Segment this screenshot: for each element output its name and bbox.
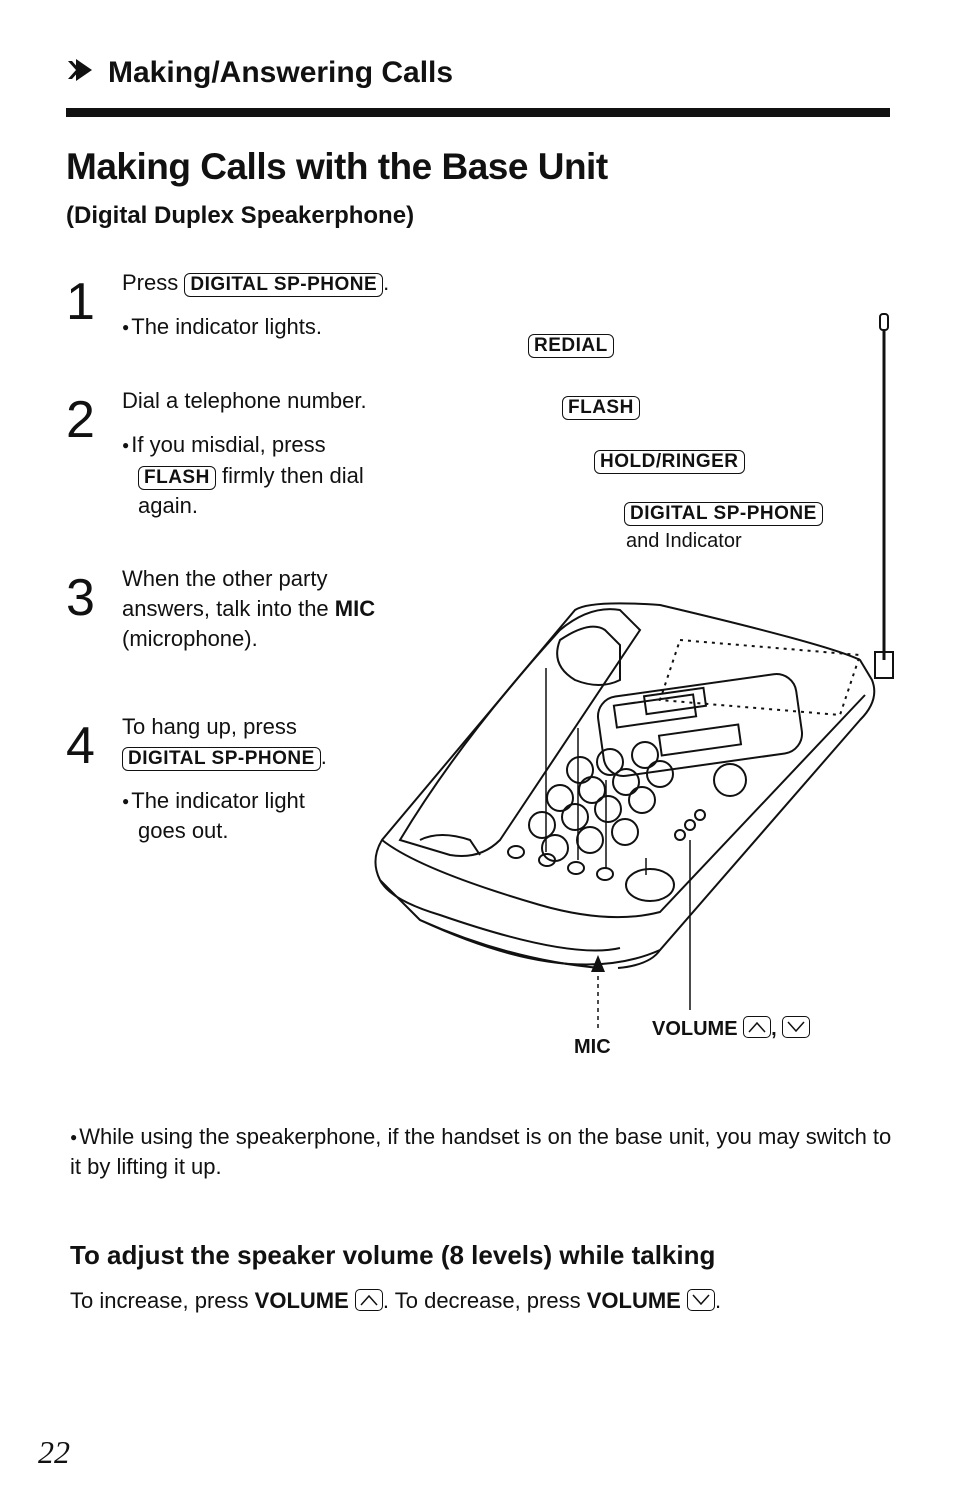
step-number: 1 bbox=[66, 273, 95, 331]
flash-callout: FLASH bbox=[562, 396, 640, 420]
step-bullet: If you misdial, press bbox=[122, 430, 325, 460]
volume-up-icon bbox=[354, 1289, 383, 1311]
digital-sp-phone-callout: DIGITAL SP-PHONE bbox=[624, 502, 823, 526]
header-rule bbox=[66, 108, 890, 117]
step-bullet: The indicator lights. bbox=[122, 312, 322, 342]
section-title: Making/Answering Calls bbox=[108, 56, 454, 89]
digital-sp-phone-key: DIGITAL SP-PHONE bbox=[184, 273, 384, 297]
flash-key: FLASH bbox=[138, 466, 216, 490]
section-header: Making/Answering Calls bbox=[66, 56, 453, 91]
step-bullet-cont: goes out. bbox=[138, 818, 229, 843]
step-number: 2 bbox=[66, 391, 95, 449]
volume-instructions: To increase, press VOLUME . To decrease,… bbox=[70, 1288, 722, 1313]
step-number: 4 bbox=[66, 717, 95, 775]
step-text: When the other party bbox=[122, 566, 328, 591]
step-text: DIGITAL SP-PHONE. bbox=[122, 742, 327, 772]
step-number: 3 bbox=[66, 569, 95, 627]
step-bullet-cont: again. bbox=[138, 493, 198, 518]
speakerphone-note: While using the speakerphone, if the han… bbox=[70, 1122, 900, 1182]
volume-down-icon bbox=[782, 1016, 811, 1038]
volume-down-icon bbox=[686, 1289, 715, 1311]
indicator-label: and Indicator bbox=[626, 530, 742, 552]
mic-label: MIC bbox=[574, 1036, 611, 1058]
step-text: Press DIGITAL SP-PHONE. bbox=[122, 270, 390, 297]
redial-callout: REDIAL bbox=[528, 334, 614, 358]
hold-ringer-callout: HOLD/RINGER bbox=[594, 450, 745, 474]
step-bullet-cont: FLASH firmly then dial bbox=[138, 461, 364, 491]
step-text: answers, talk into the MIC bbox=[122, 596, 376, 621]
base-unit-illustration bbox=[374, 313, 894, 1030]
step-text: (microphone). bbox=[122, 626, 258, 651]
digital-sp-phone-key: DIGITAL SP-PHONE bbox=[122, 747, 321, 771]
page-subtitle: (Digital Duplex Speakerphone) bbox=[66, 202, 415, 229]
step-text: To hang up, press bbox=[122, 714, 297, 739]
page-title: Making Calls with the Base Unit bbox=[66, 146, 608, 187]
volume-callout: VOLUME , bbox=[652, 1016, 811, 1041]
arrow-icon bbox=[66, 57, 94, 91]
volume-up-icon bbox=[743, 1016, 772, 1038]
page-number: 22 bbox=[38, 1434, 70, 1470]
volume-heading: To adjust the speaker volume (8 levels) … bbox=[70, 1240, 716, 1270]
step-bullet: The indicator light bbox=[122, 786, 305, 816]
step-text: Dial a telephone number. bbox=[122, 388, 367, 413]
